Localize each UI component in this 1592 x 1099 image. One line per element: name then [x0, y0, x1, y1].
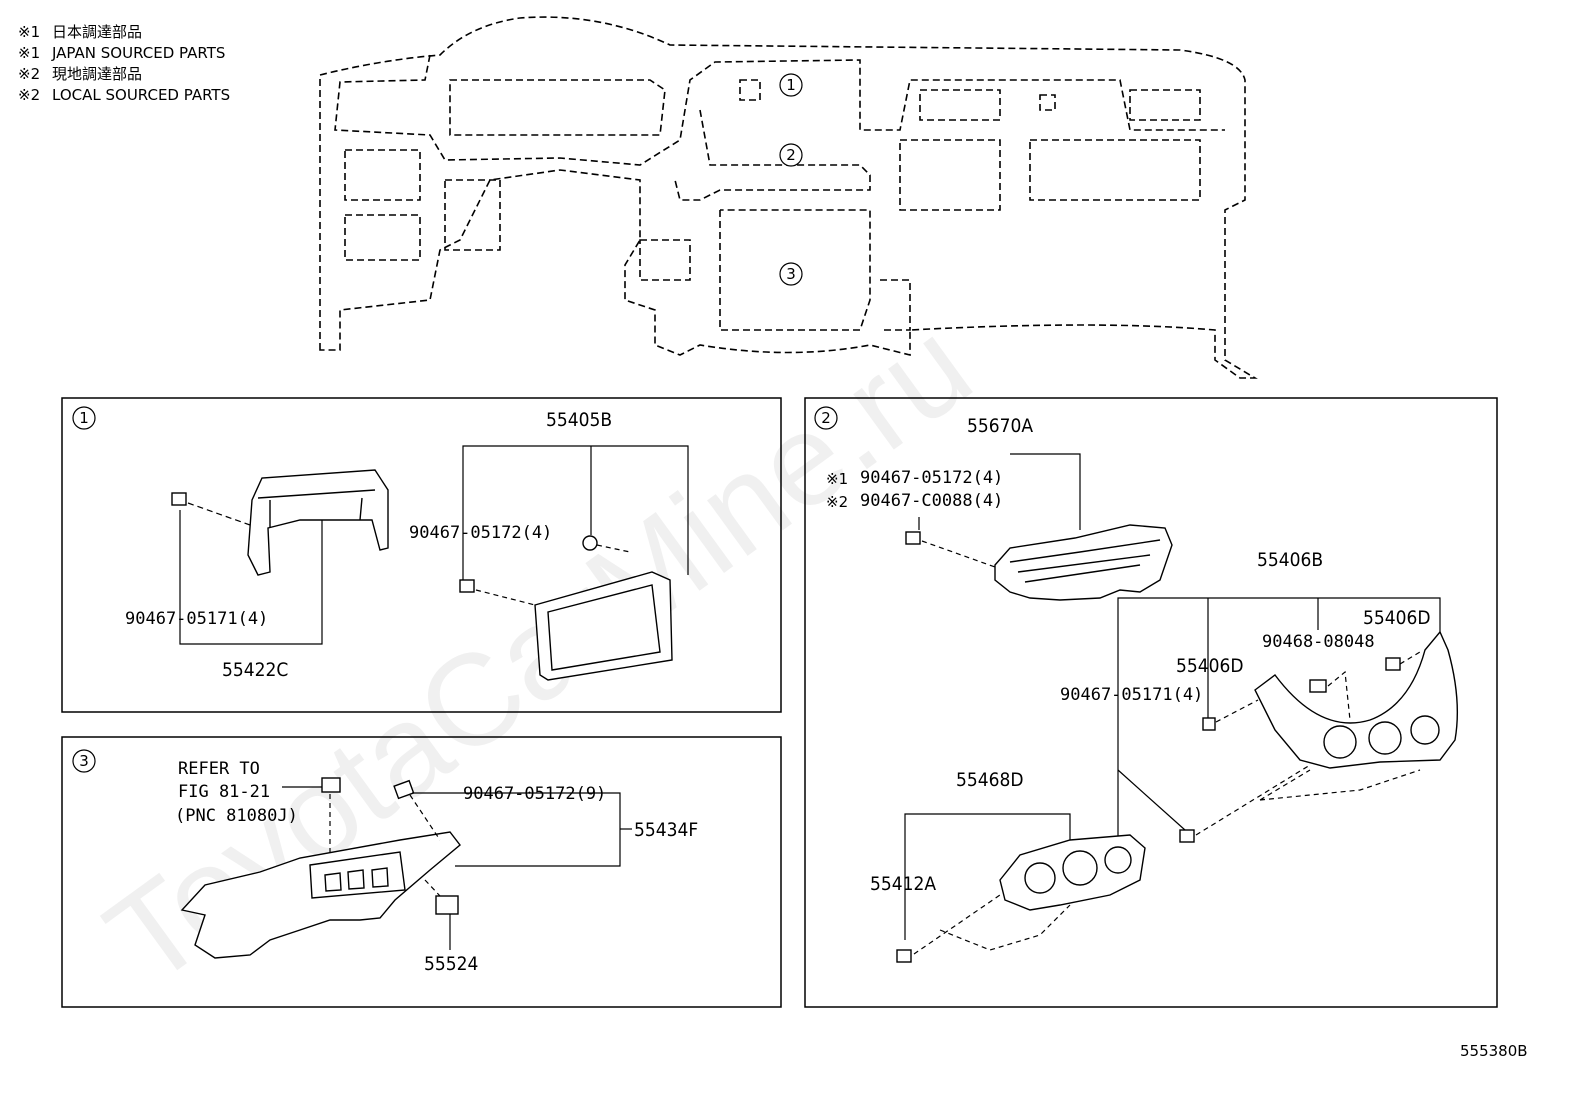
label-55412A: 55412A	[870, 873, 936, 895]
bezel-55406B-illustration	[1179, 630, 1459, 843]
legend-text-3: 現地調達部品	[52, 65, 142, 83]
label-55406B: 55406B	[1257, 549, 1323, 571]
housing-55468D-illustration	[896, 834, 1146, 963]
panel-2-badge	[814, 406, 838, 430]
label-90468-08048: 90468-08048	[1262, 632, 1375, 652]
legend-mark-3: ※2	[18, 65, 40, 83]
note-2-mark: ※2	[826, 493, 848, 511]
frame-55405B-illustration	[459, 535, 673, 681]
label-55468D: 55468D	[956, 769, 1024, 791]
overview-callouts: 1 2 3	[779, 73, 803, 286]
label-55406D-left: 55406D	[1176, 655, 1244, 677]
panel-1: 1 90467-05171(4) 55422C 55405B 90467-051…	[61, 397, 782, 713]
overview-callout-2	[779, 143, 803, 167]
panel-3-badge	[72, 749, 96, 773]
figure-id: 555380B	[1460, 1042, 1528, 1060]
label-refer-pnc: (PNC 81080J)	[175, 806, 298, 826]
dashboard-overview	[319, 16, 1258, 379]
label-55406D-right: 55406D	[1363, 607, 1431, 629]
overview-callout-3-number: 3	[786, 265, 796, 283]
label-90467-05171-4: 90467-05171(4)	[1060, 685, 1203, 705]
panel-1-frame	[61, 397, 782, 713]
note-1-mark: ※1	[826, 470, 848, 488]
vent-55670A-illustration	[905, 524, 1173, 601]
panel-2: 2 55670A ※1 90467-05172(4) ※2 90467-C008…	[804, 397, 1498, 1008]
panel-3-frame	[61, 736, 782, 1008]
label-55670A: 55670A	[967, 415, 1033, 437]
legend-mark-2: ※1	[18, 44, 40, 62]
panel-3: 3 REFER TO FIG 81-21 (PNC 81080J) 90467-…	[61, 736, 782, 1008]
panel-2-badge-number: 2	[821, 409, 831, 427]
legend-text-2: JAPAN SOURCED PARTS	[51, 44, 225, 62]
label-55405B: 55405B	[546, 409, 612, 431]
overview-callout-1	[779, 73, 803, 97]
legend-mark-4: ※2	[18, 86, 40, 104]
label-refer-fig: FIG 81-21	[178, 782, 270, 802]
panel-2-frame	[804, 397, 1498, 1008]
label-90467-05172-4: 90467-05172(4)	[860, 468, 1003, 488]
label-55422C: 55422C	[222, 659, 288, 681]
overview-callout-2-number: 2	[786, 146, 796, 164]
label-refer-to: REFER TO	[178, 759, 260, 779]
panel-3-badge-number: 3	[79, 752, 89, 770]
overview-callout-3	[779, 262, 803, 286]
panel-1-badge	[72, 406, 96, 430]
label-90467-05171: 90467-05171(4)	[125, 609, 268, 629]
legend: ※1 日本調達部品 ※1 JAPAN SOURCED PARTS ※2 現地調達…	[18, 23, 230, 104]
lower-panel-55434F-illustration	[180, 777, 461, 959]
panel-1-badge-number: 1	[79, 409, 89, 427]
label-55434F: 55434F	[634, 819, 698, 841]
label-90467-05172: 90467-05172(4)	[409, 523, 552, 543]
label-90467-05172-9: 90467-05172(9)	[463, 784, 606, 804]
legend-mark-1: ※1	[18, 23, 40, 41]
label-90467-C0088: 90467-C0088(4)	[860, 491, 1003, 511]
overview-callout-1-number: 1	[786, 76, 796, 94]
bracket-55422C-illustration	[171, 469, 389, 576]
legend-text-4: LOCAL SOURCED PARTS	[52, 86, 230, 104]
legend-text-1: 日本調達部品	[52, 23, 142, 41]
label-55524: 55524	[424, 953, 478, 975]
